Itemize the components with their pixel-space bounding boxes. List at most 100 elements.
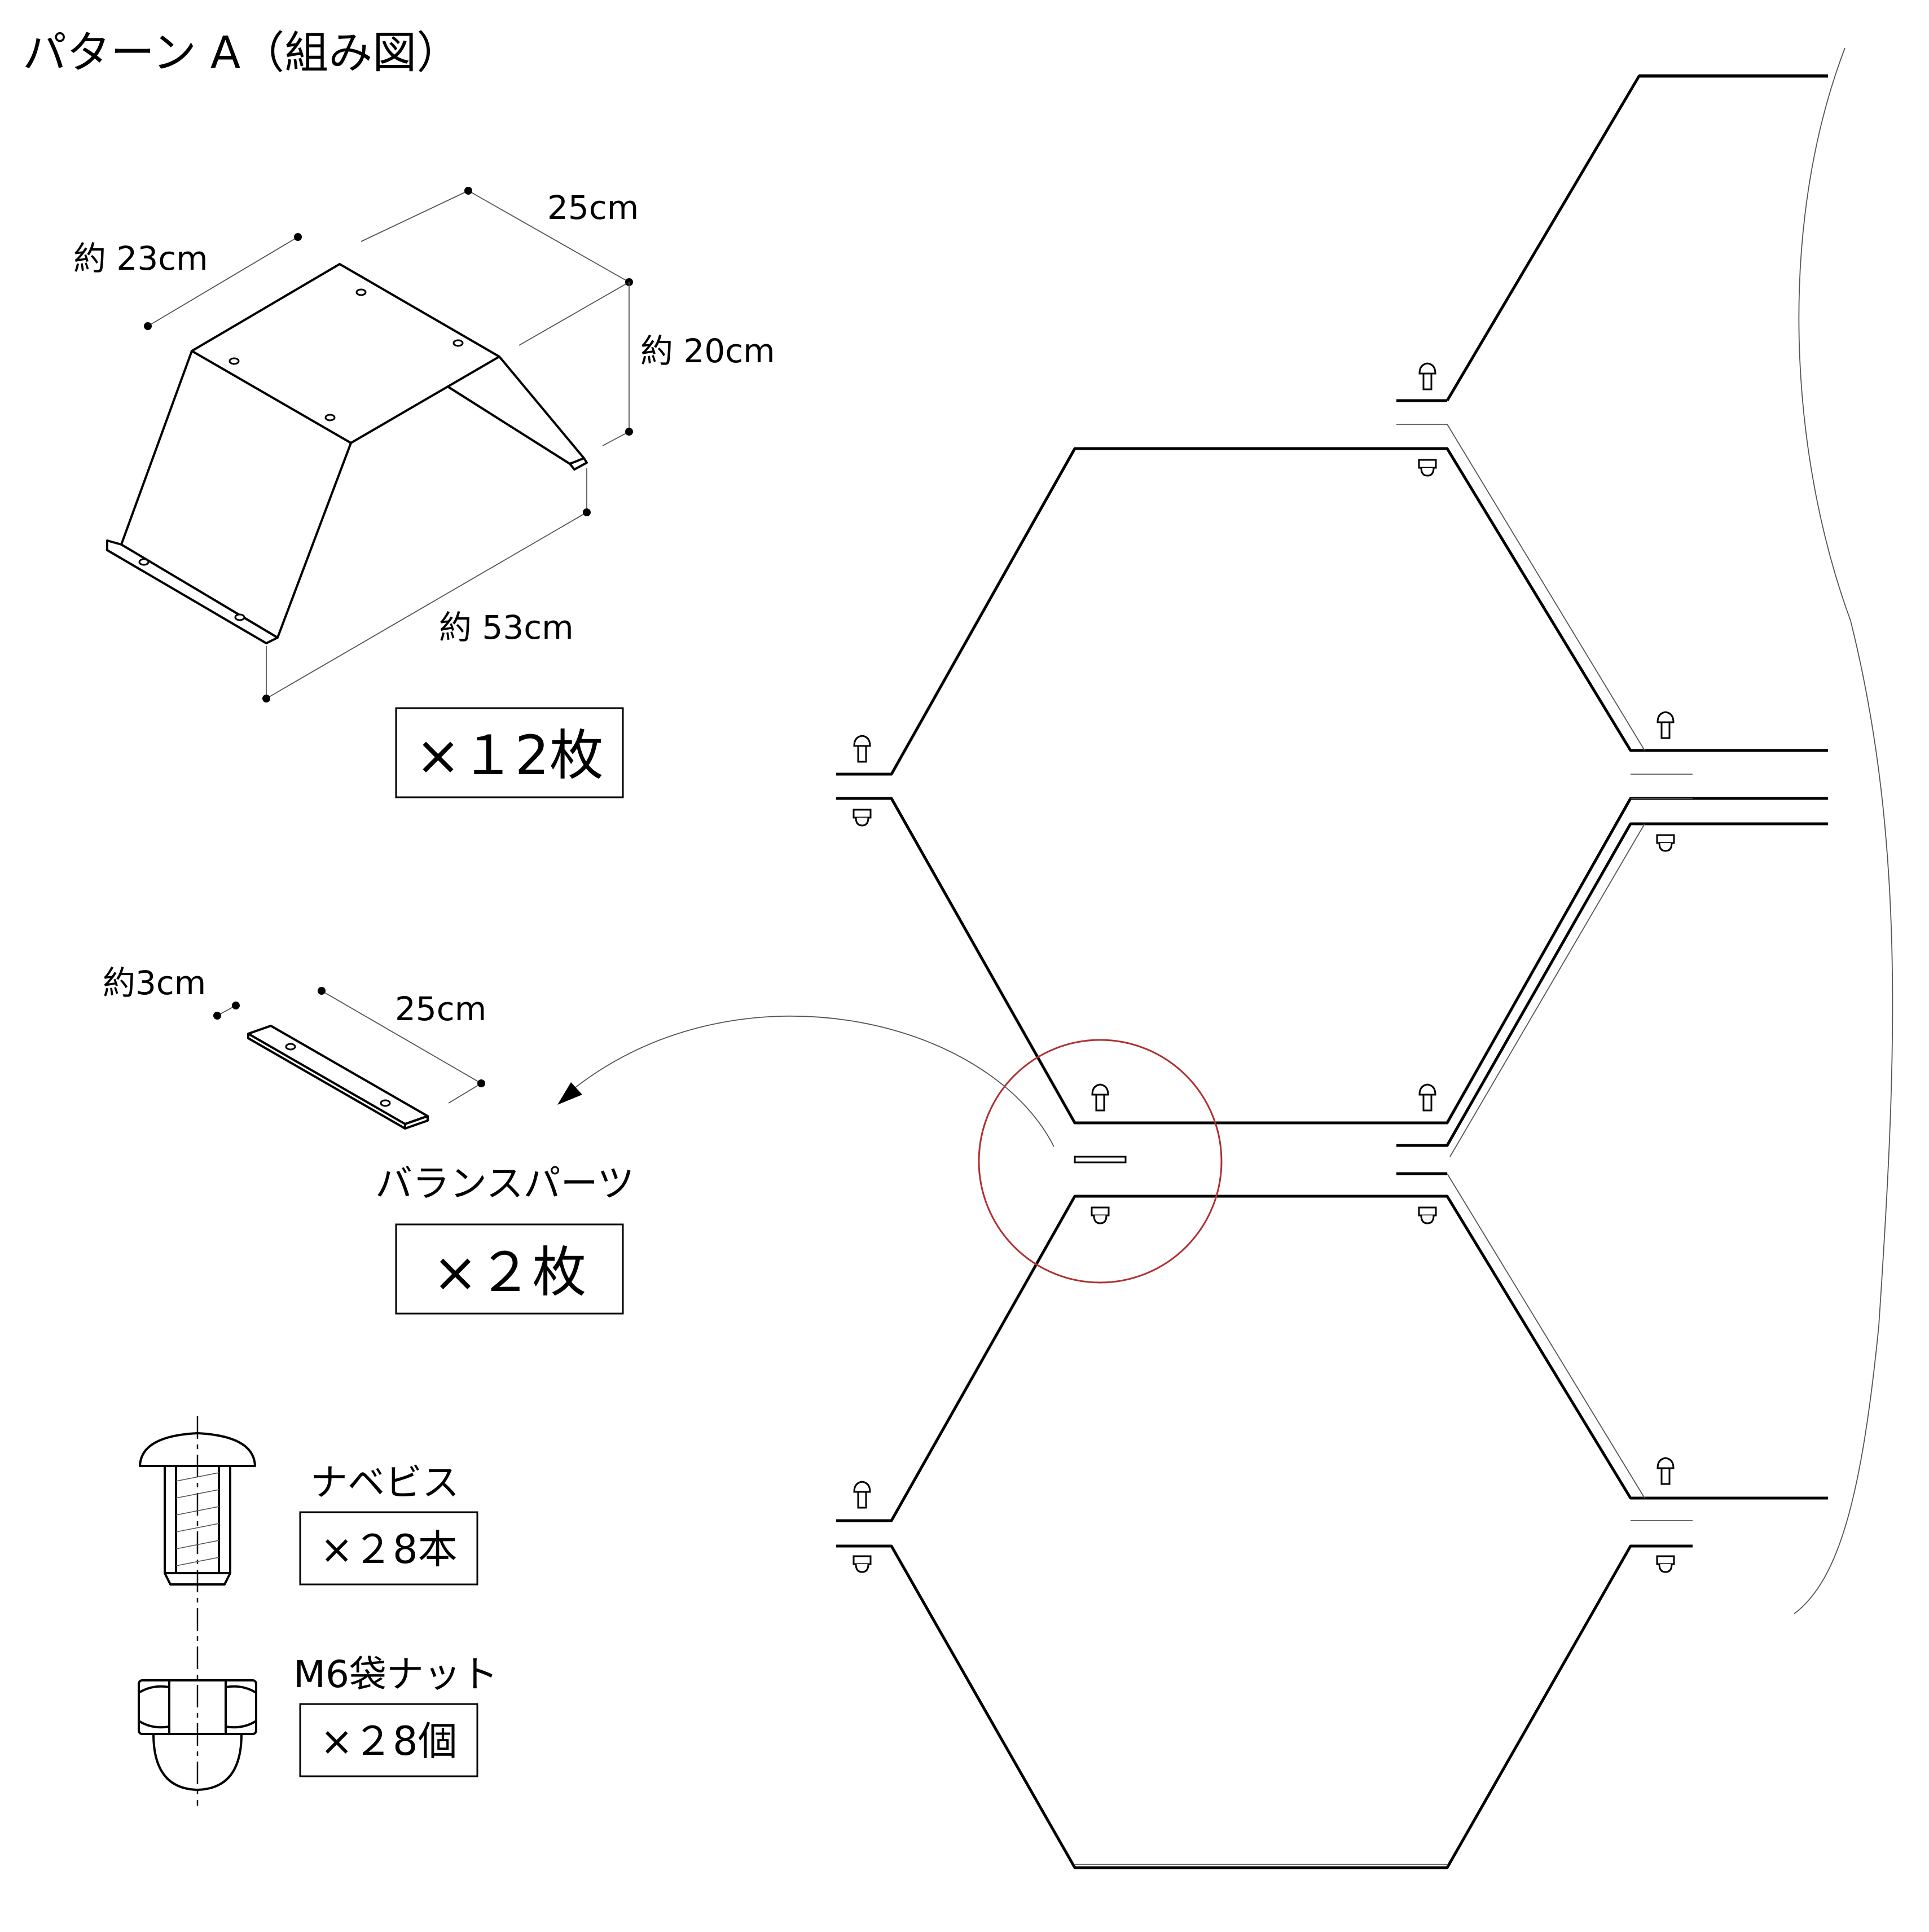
assembly-screw-icon [1418, 1083, 1436, 1112]
dim-width-label: 25cm [547, 188, 639, 227]
nut-quantity-box [299, 1703, 478, 1777]
assembly-balance-part [1074, 1156, 1127, 1163]
assembly-view [836, 47, 1893, 1869]
callout-arrow-path [569, 1016, 1054, 1147]
dim-line-width-2 [468, 190, 630, 283]
hex-top-connector [1396, 424, 1645, 751]
dim-point [213, 1012, 221, 1020]
main-part-quantity: ×１2枚 [415, 724, 604, 787]
dim-point [232, 1002, 240, 1009]
assembly-nuts [853, 459, 1675, 1573]
hex-top-upper [836, 447, 1828, 776]
screw-quantity: ×２8本 [320, 1526, 457, 1573]
main-part-front-flange [106, 539, 279, 644]
dim-point [625, 428, 633, 436]
dim-line-width-3 [518, 282, 630, 346]
assembly-nut-icon [1418, 459, 1437, 477]
nut-dome [152, 1733, 243, 1791]
screw-head [139, 1432, 256, 1467]
dim-line-balance-length [321, 990, 482, 1084]
assembly-screw-icon [1656, 711, 1675, 739]
hex-bottom-upper [836, 1195, 1828, 1522]
main-part-drawing: 約 23cm 25cm 約 20cm 約 53cm ×１2枚 [73, 187, 775, 798]
page-title: パターン A（組み図） [23, 28, 460, 78]
dim-line-height-2 [602, 431, 630, 446]
screw-quantity-box [299, 1511, 478, 1586]
assembly-nut-icon [1656, 834, 1675, 852]
assembly-nut-icon [1418, 1206, 1437, 1224]
main-part-quantity-box [395, 707, 624, 798]
screw-name: ナベビス [310, 1461, 459, 1504]
main-part-top-plate [191, 263, 500, 444]
dim-point [583, 508, 591, 516]
hex-top-lower [836, 797, 1828, 1125]
main-part-hole [324, 414, 336, 421]
balance-part-plate-edge-2 [247, 1034, 406, 1130]
dim-line-balance-length-2 [448, 1083, 482, 1104]
balance-part-quantity: ×２枚 [433, 1241, 586, 1304]
nut-chamfer [138, 1685, 170, 1694]
callout-arrow [557, 1016, 1054, 1147]
screw-shank [164, 1465, 231, 1574]
nut-chamfer [138, 1720, 170, 1729]
hex-middle-right-inner [1449, 823, 1645, 1157]
main-part-hole [452, 339, 464, 347]
balance-part-plate [247, 1025, 429, 1125]
hex-bottom-lower [836, 1544, 1693, 1869]
dim-line-depth [147, 236, 298, 327]
assembly-screws [853, 362, 1675, 1509]
assembly-screw-icon [1418, 362, 1436, 390]
assembly-screw-icon [1091, 1083, 1109, 1112]
balance-part-hole [285, 1043, 296, 1051]
main-part-front-wall-edge-2 [276, 442, 352, 638]
assembly-nut-icon [853, 1555, 872, 1573]
outer-boundary-curve [1794, 47, 1893, 1614]
assembly-nut-icon [853, 809, 872, 827]
dim-height-label: 約 20cm [640, 332, 775, 370]
balance-part-name: バランスパーツ [375, 1162, 634, 1205]
callout-arrow-head [557, 1082, 582, 1105]
top-frame-upper [1445, 74, 1828, 402]
assembly-nut-icon [1656, 1555, 1675, 1573]
screw-drawing [139, 1416, 256, 1806]
dim-depth-label: 約 23cm [73, 239, 208, 278]
main-part-back-wall-inner [447, 386, 571, 465]
hex-middle-right-upper [1396, 822, 1828, 1147]
main-part-back-wall-edge [498, 355, 585, 459]
main-part-hole [234, 613, 245, 621]
dim-point [294, 233, 302, 241]
main-part-hole [355, 288, 367, 296]
dim-point [477, 1079, 485, 1087]
nut-quantity: ×２8個 [320, 1718, 457, 1764]
balance-part-quantity-box [395, 1223, 624, 1315]
balance-part-plate-edge [404, 1115, 429, 1130]
nut-drawing [138, 1679, 257, 1791]
assembly-nut-icon [1091, 1206, 1110, 1224]
highlight-circle [978, 1039, 1223, 1284]
dim-point [144, 322, 152, 330]
main-part-back-flange [569, 457, 588, 471]
nut-chamfer [225, 1720, 257, 1729]
dim-line-width [361, 190, 469, 242]
hex-bottom-connector [1447, 1173, 1645, 1499]
main-part-hole [138, 558, 150, 566]
dim-balance-length-label: 25cm [395, 990, 486, 1028]
screw-tip [164, 1572, 231, 1586]
dim-point [464, 187, 472, 195]
main-part-front-wall-edge [120, 350, 193, 545]
nut-name: M6袋ナット [293, 1653, 498, 1696]
main-part-hole [229, 357, 240, 365]
dim-point [318, 987, 326, 995]
balance-part-drawing: 約3cm 25cm バランスパーツ ×２枚 [103, 964, 634, 1315]
nut-hex [138, 1679, 257, 1735]
dim-point [262, 695, 270, 702]
dim-length-label: 約 53cm [439, 608, 574, 647]
screw-thread [175, 1472, 219, 1566]
balance-part-hole [380, 1099, 391, 1107]
nut-chamfer [225, 1685, 257, 1694]
assembly-screw-icon [1656, 1457, 1675, 1485]
assembly-screw-icon [853, 1481, 871, 1509]
assembly-screw-icon [853, 735, 871, 763]
